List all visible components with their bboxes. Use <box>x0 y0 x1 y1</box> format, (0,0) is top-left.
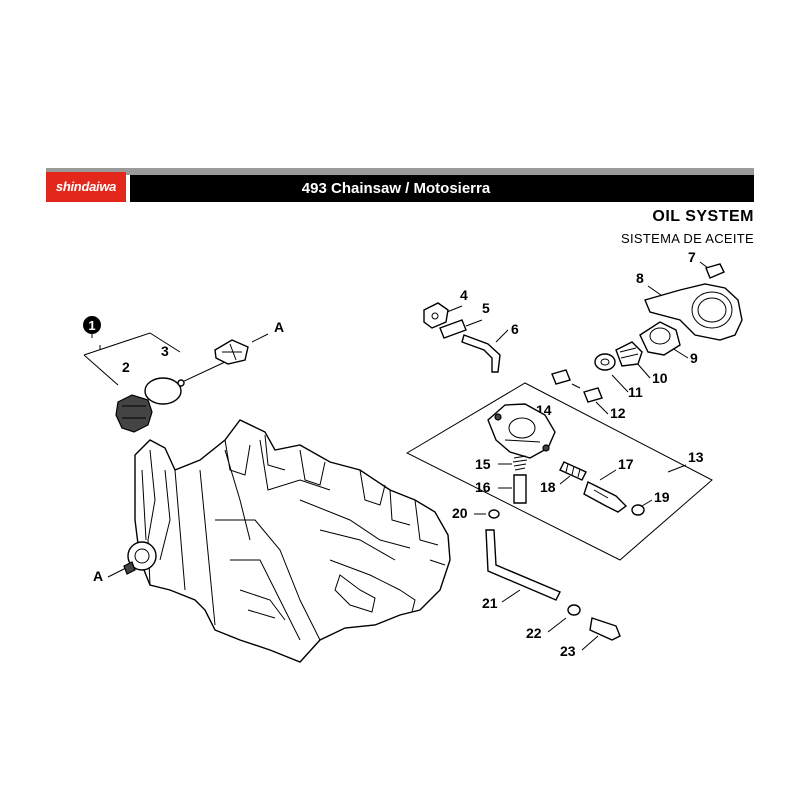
part-12-screws: 12 <box>551 369 626 421</box>
svg-text:17: 17 <box>618 456 634 472</box>
header-banner: shindaiwa 493 Chainsaw / Motosierra <box>46 168 754 202</box>
part-6-hose: 6 <box>461 321 519 373</box>
part-20-ring: 20 <box>452 505 500 521</box>
svg-text:A: A <box>274 319 284 335</box>
svg-text:8: 8 <box>636 270 644 286</box>
callout-1-badge <box>83 316 101 334</box>
svg-text:15: 15 <box>475 456 491 472</box>
svg-text:5: 5 <box>482 300 490 316</box>
banner-black-bar <box>46 175 754 202</box>
svg-text:21: 21 <box>482 595 498 611</box>
svg-text:22: 22 <box>526 625 542 641</box>
svg-text:18: 18 <box>540 479 556 495</box>
part-22-o-ring: 22 <box>526 604 581 641</box>
section-title-es: SISTEMA DE ACEITE <box>621 231 754 246</box>
svg-text:11: 11 <box>628 384 643 400</box>
part-7-screw: 7 <box>688 249 725 279</box>
svg-text:2: 2 <box>122 359 130 375</box>
svg-text:3: 3 <box>161 343 169 359</box>
part-16-plunger: 16 <box>475 474 527 504</box>
svg-text:7: 7 <box>688 249 696 265</box>
callout-1-label: 1 <box>88 318 95 333</box>
part-4-nut: 4 <box>423 287 468 329</box>
section-title-en: OIL SYSTEM <box>652 208 754 225</box>
crankcase-illustration <box>127 419 451 663</box>
svg-text:20: 20 <box>452 505 468 521</box>
part-11-spring: 11 <box>594 353 643 400</box>
part-2-gasket: 2 <box>122 359 182 405</box>
banner-gray-stripe <box>46 168 754 175</box>
svg-text:16: 16 <box>475 479 491 495</box>
part-14-pump-body: 14 <box>487 402 556 459</box>
svg-text:19: 19 <box>654 489 670 505</box>
model-title: 493 Chainsaw / Motosierra <box>301 180 491 197</box>
svg-text:6: 6 <box>511 321 519 337</box>
part-15-spring: 15 <box>475 455 528 472</box>
svg-text:23: 23 <box>560 643 576 659</box>
part-13-oil-pump-assembly: 13 <box>405 382 713 561</box>
svg-text:13: 13 <box>688 449 704 465</box>
part-19-cap: 19 <box>631 489 670 516</box>
part-5-fitting: 5 <box>439 300 490 339</box>
part-21-oil-pipe: 21 <box>482 529 561 611</box>
ref-a-top: A <box>251 319 284 343</box>
svg-text:9: 9 <box>690 350 698 366</box>
part-23-plug: 23 <box>560 617 621 659</box>
brand-logo: shindaiwa <box>46 172 126 202</box>
svg-text:A: A <box>93 568 103 584</box>
part-8-cover: 8 <box>636 270 743 341</box>
svg-text:12: 12 <box>610 405 626 421</box>
svg-text:10: 10 <box>652 370 668 386</box>
part-3-strap: 3 <box>161 339 249 387</box>
svg-text:4: 4 <box>460 287 468 303</box>
logo-separator <box>126 175 130 202</box>
part-18-spring: 18 <box>540 461 587 495</box>
callout-1-group: 1 <box>83 316 181 386</box>
part-17-adjust-screw: 17 <box>583 456 634 513</box>
oil-cap <box>115 394 153 433</box>
ref-a-bottom: A <box>93 561 136 584</box>
part-10-worm: 10 <box>615 341 668 386</box>
part-9-pump-sleeve: 9 <box>639 321 698 366</box>
